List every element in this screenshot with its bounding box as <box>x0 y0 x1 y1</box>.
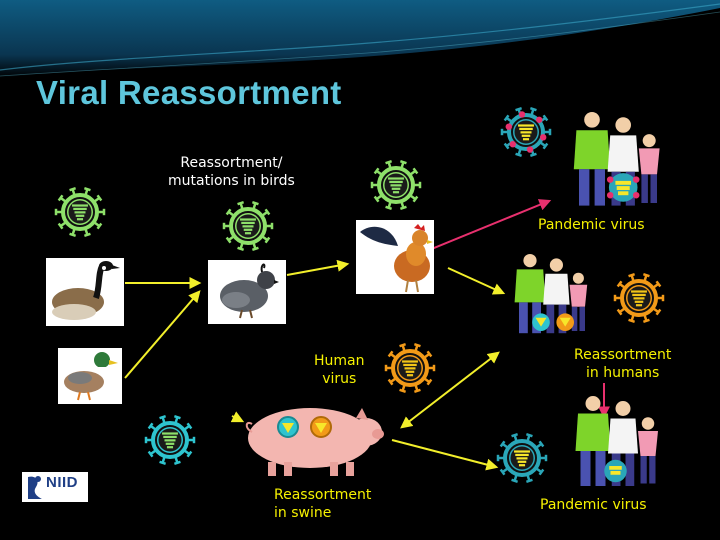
quail-icon <box>208 260 286 324</box>
viruses <box>54 106 665 484</box>
label-pandemic-bottom: Pandemic virus <box>540 497 647 513</box>
pig-icon <box>245 408 384 476</box>
pictures <box>46 112 660 486</box>
arrow-quail-to-rooster <box>286 259 350 276</box>
people-icon-pandemic-top <box>573 112 660 206</box>
label-birds: Reassortment/mutations in birds <box>168 155 295 189</box>
header-band <box>0 0 720 78</box>
virus-icon-swine <box>144 414 196 466</box>
people-icon-reassortment <box>514 254 588 334</box>
virus-icon-avian-left <box>54 186 106 238</box>
slide-title: Viral Reassortment <box>36 74 342 111</box>
virus-icon-human <box>384 342 436 394</box>
virus-icon-avian-upper <box>370 159 422 211</box>
virus-icon-avian-mid <box>222 200 274 252</box>
arrow-to-pandemic-top <box>411 199 552 258</box>
rooster-icon <box>356 220 434 294</box>
label-pandemic-top: Pandemic virus <box>538 217 645 233</box>
duck-icon <box>58 348 122 404</box>
virus-icon-pandemic-bottom <box>496 432 548 484</box>
virus-icon-pandemic-top <box>500 106 552 158</box>
people-icon-pandemic-bottom <box>575 396 658 486</box>
virus-icon-human-right <box>613 272 665 324</box>
niid-logo-icon <box>28 476 42 499</box>
arrow-pig-to-pandemic <box>391 439 499 471</box>
niid-logo-text: NIID <box>46 474 78 491</box>
arrows <box>124 199 610 471</box>
arrow-to-pig <box>230 411 245 423</box>
arrow-duck-to-quail <box>124 290 201 379</box>
goose-icon <box>46 258 124 326</box>
arrow-rooster-to-humans <box>447 267 506 295</box>
niid-logo: NIID <box>22 472 88 502</box>
arrow-swine-humans-bidirectional <box>400 351 500 429</box>
